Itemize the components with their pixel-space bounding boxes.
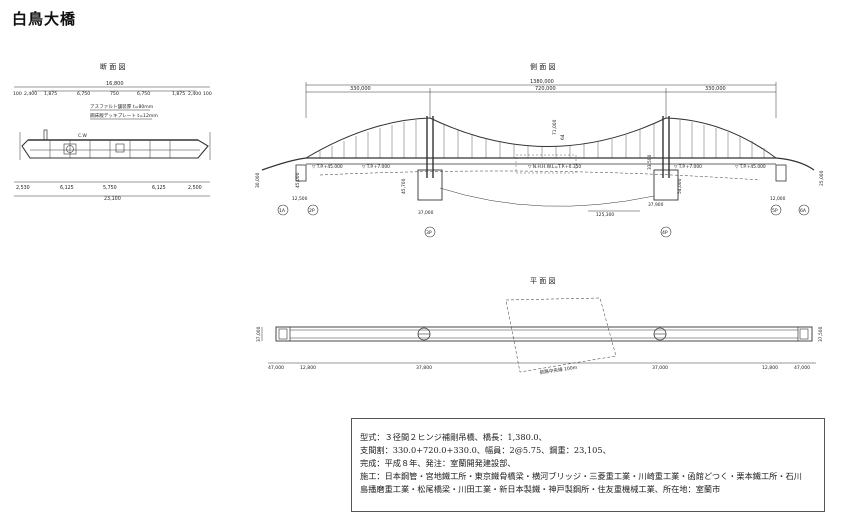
side-dim: 33,500	[647, 154, 653, 170]
spec-notes: 型式：３径間２ヒンジ補剛吊橋、橋長：1,380.0、 支間割：330.0+720…	[351, 418, 825, 512]
section-top-dim: 2,400	[188, 91, 201, 97]
section-heading: 断 面 図	[100, 62, 125, 71]
section-top-dim: 100	[13, 91, 22, 97]
pier-label: 6A	[800, 208, 807, 214]
section-bottom-dim: 2,530	[16, 185, 30, 191]
side-dim: 45,000	[295, 172, 301, 188]
side-level-left: ▽ T.P.+45.000	[312, 164, 343, 170]
pier-label: 3P	[426, 230, 432, 236]
pier-label: 4P	[662, 230, 668, 236]
side-level-right: ▽ T.P.+45.000	[735, 164, 766, 170]
side-level-mid-left: ▽ T.P.+7.000	[362, 164, 390, 170]
side-sag: 64	[560, 134, 566, 140]
page-title: 白鳥大橋	[12, 10, 77, 28]
section-view: 断 面 図 16,800 100 2,400 1,875 6,750 750 6…	[13, 62, 212, 202]
plan-dim: 12,800	[762, 365, 778, 371]
side-dim: 125,300	[596, 212, 614, 218]
pier-label: 1A	[279, 208, 286, 214]
side-span: 720,000	[535, 86, 556, 92]
section-top-total: 16,800	[106, 81, 124, 87]
side-dim: 12,000	[770, 196, 786, 202]
side-span: 330,000	[705, 86, 726, 92]
side-dim: 37,900	[648, 202, 664, 208]
side-view: 側 面 図 1380,000 330,000 720,000 330,000	[255, 62, 825, 238]
side-total-length: 1380,000	[530, 79, 554, 85]
section-top-dim: 100	[203, 91, 212, 97]
side-dim: 37,000	[418, 210, 434, 216]
section-bottom-dim: 2,500	[188, 185, 202, 191]
plan-dim: 47,000	[268, 365, 284, 371]
section-bottom-total: 23,100	[104, 196, 121, 202]
plan-width: 37,000	[256, 326, 262, 342]
pier-label: 2P	[309, 208, 315, 214]
plan-dim: 12,800	[300, 365, 316, 371]
section-bottom-dim: 6,125	[152, 185, 166, 191]
side-tower-height: 71,000	[552, 119, 558, 135]
plan-view: 平 面 図 航路中央線 100m 37,000 37,500 47,000 12…	[256, 277, 824, 376]
plan-right-width: 37,500	[818, 326, 824, 342]
pier-label: 5P	[772, 208, 778, 214]
section-bottom-dim: 5,750	[103, 185, 117, 191]
side-dim: 12,500	[292, 196, 308, 202]
plan-dim: 47,000	[794, 365, 810, 371]
section-note-deck: 鋼床版デッキプレート t=12mm	[90, 112, 158, 119]
section-note-asphalt: アスファルト舗装厚 t=80mm	[90, 103, 154, 110]
spec-line: 完成：平成８年、発注：室蘭開発建設部、	[360, 458, 516, 468]
plan-dim: 37,800	[416, 365, 432, 371]
side-level-mid-right: ▽ T.P.+7.000	[674, 164, 702, 170]
plan-heading: 平 面 図	[530, 277, 555, 285]
spec-line: 島播磨重工業・松尾橋梁・川田工業・新日本製鐵・神戸製鋼所・住友重機械工業、所在地…	[360, 484, 721, 494]
section-center-label: C.W	[78, 133, 87, 139]
section-top-dim: 1,875	[44, 91, 57, 97]
section-top-dim: 6,750	[77, 91, 90, 97]
side-dim: 45,700	[401, 178, 407, 194]
plan-dim: 37,000	[652, 365, 668, 371]
side-heading: 側 面 図	[530, 62, 555, 71]
spec-line: 施工：日本鋼管・宮地鐵工所・東京鐵骨橋梁・横河ブリッジ・三菱重工業・川崎重工業・…	[360, 471, 802, 481]
spec-line: 型式：３径間２ヒンジ補剛吊橋、橋長：1,380.0、	[360, 432, 547, 442]
spec-line: 支間割：330.0+720.0+330.0、幅員：2@5.75、鋼重：23,10…	[360, 445, 611, 455]
section-bottom-dim: 6,125	[60, 185, 74, 191]
side-right-height: 25,000	[819, 170, 825, 186]
hangers	[319, 120, 765, 158]
section-top-dim: 750	[110, 91, 119, 97]
section-top-dim: 6,750	[137, 91, 150, 97]
section-top-dim: 2,400	[24, 91, 37, 97]
side-dim: 54,000	[677, 178, 683, 194]
side-level-center: ▽ N.H.H.W.L=T.P.+0.350	[528, 164, 581, 170]
side-span: 330,000	[350, 86, 371, 92]
side-left-height: 30,000	[255, 172, 261, 188]
section-top-dim: 1,875	[172, 91, 185, 97]
